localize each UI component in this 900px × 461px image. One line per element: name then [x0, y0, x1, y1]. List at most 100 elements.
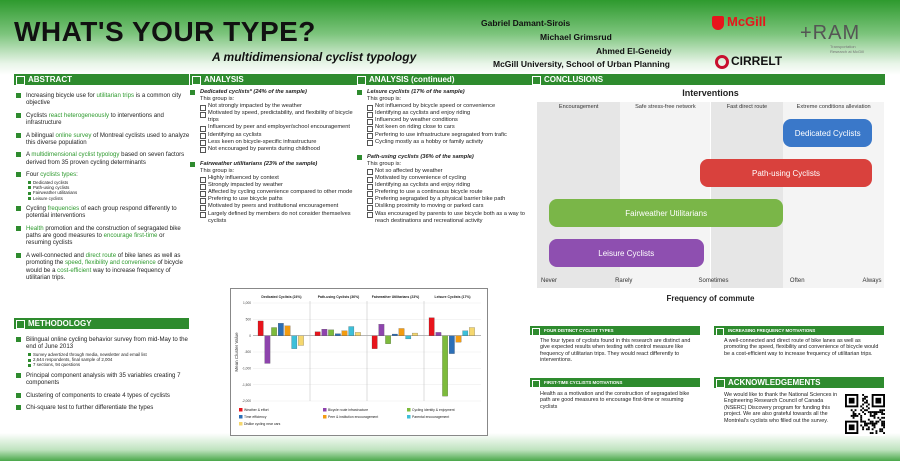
bar-parental-encouragement: [348, 326, 355, 336]
legend-label: Bicycle route infrastructure: [328, 408, 368, 412]
bar-time-efficiency: [392, 333, 398, 336]
cluster-chart-svg: Mean Cluster Value1,0005000-500-1,000-1,…: [234, 295, 481, 426]
bar-cycling-identity-enjoyment: [385, 335, 391, 344]
author-1: Gabriel Damant-Sirois: [481, 18, 571, 28]
y-tick-label: 0: [249, 334, 251, 338]
mcgill-crest-icon: [712, 15, 724, 30]
type-bar-fairweather-utilitarians: Fairweather Utilitarians: [549, 199, 784, 227]
poster-title: WHAT'S YOUR TYPE?: [14, 16, 316, 47]
bar-time-efficiency: [449, 335, 455, 354]
box-four-types-heading: FOUR DISTINCT CYCLIST TYPES: [530, 326, 700, 336]
bar-bicycle-route-infrastructure: [264, 335, 271, 364]
legend-swatch: [407, 408, 411, 412]
bar-bicycle-route-infrastructure: [321, 329, 328, 336]
legend-swatch: [323, 415, 327, 419]
header-band: [0, 0, 900, 75]
frequency-axis-label: Frequency of commute: [666, 294, 755, 303]
group-label: Dedicated Cyclists (24%): [261, 295, 301, 299]
legend-label: Cycling identity & enjoyment: [412, 408, 455, 412]
frequency-tick: Rarely: [615, 278, 633, 284]
abstract-body: Increasing bicycle use for utilitarian t…: [16, 92, 191, 287]
qr-code-icon[interactable]: [845, 394, 885, 436]
box-frequency-heading: INCREASING FREQUENCY MOTIVATIONS: [714, 326, 884, 336]
intervention-column-label: Fast direct route: [726, 104, 768, 110]
bar-cycling-identity-enjoyment: [271, 327, 277, 336]
affiliation: McGill University, School of Urban Plann…: [493, 59, 670, 69]
legend-swatch: [407, 415, 411, 419]
legend-label: Peer & institution encouragement: [328, 415, 378, 419]
bar-dislike-cycling-near-cars: [469, 327, 475, 336]
bar-weather-effort: [257, 320, 264, 336]
intervention-column-label: Safe stress-free network: [635, 104, 696, 110]
legend-label: Weather & effort: [244, 408, 269, 412]
y-tick-label: 500: [246, 318, 252, 322]
legend-swatch: [323, 408, 327, 412]
acknowledgements-text: We would like to thank the National Scie…: [724, 392, 838, 424]
frequency-tick: Sometimes: [698, 278, 729, 284]
legend-swatch: [239, 422, 243, 426]
group-label: Path-using Cyclists (36%): [318, 295, 359, 299]
bar-peer-institution-encouragement: [398, 328, 405, 336]
methodology-body: Bilingual online cycling behavior survey…: [16, 336, 191, 416]
legend-label: Parental encouragement: [412, 415, 449, 419]
bar-cycling-identity-enjoyment: [442, 335, 448, 397]
legend-swatch: [239, 415, 243, 419]
methodology-heading: METHODOLOGY: [14, 318, 189, 329]
y-tick-label: -500: [245, 350, 252, 354]
intervention-column-label: Encouragement: [558, 104, 599, 110]
bar-dislike-cycling-near-cars: [298, 335, 304, 346]
intervention-column-label: Extreme conditions alleviation: [796, 104, 871, 110]
frequency-tick: Always: [862, 278, 882, 284]
analysis-continued-heading: ANALYSIS (continued): [355, 74, 530, 85]
abstract-heading: ABSTRACT: [14, 74, 189, 85]
box-four-types-text: The four types of cyclists found in this…: [540, 338, 691, 364]
bar-dislike-cycling-near-cars: [412, 332, 418, 336]
bar-bicycle-route-infrastructure: [378, 324, 385, 336]
y-tick-label: -1,500: [242, 383, 251, 387]
frequency-tick: Often: [789, 278, 805, 284]
interventions-title: Interventions: [682, 88, 739, 98]
mcgill-logo: McGill: [712, 14, 766, 30]
bar-weather-effort: [314, 331, 321, 336]
intervention-column: [710, 102, 784, 288]
bar-weather-effort: [371, 335, 378, 349]
legend-label: Dislike cycling near cars: [244, 422, 281, 426]
bar-cycling-identity-enjoyment: [328, 329, 334, 336]
bar-parental-encouragement: [291, 335, 298, 349]
cirrelt-logo: CIRRELT: [715, 54, 782, 69]
y-tick-label: 1,000: [243, 301, 251, 305]
analysis-body: Dedicated cyclists* (24% of the sample) …: [190, 89, 360, 225]
y-tick-label: -1,000: [242, 367, 251, 371]
bar-parental-encouragement: [405, 335, 412, 340]
y-tick-label: -2,000: [242, 399, 251, 403]
bar-time-efficiency: [335, 333, 341, 336]
type-bar-dedicated-cyclists: Dedicated Cyclists: [783, 119, 872, 147]
bar-bicycle-route-infrastructure: [435, 332, 442, 336]
cirrelt-ring-icon: [715, 54, 729, 69]
conclusions-heading: CONCLUSIONS: [530, 74, 885, 85]
bar-parental-encouragement: [462, 330, 469, 336]
footer-band: [0, 433, 900, 461]
group-label: Fairweather Utilitarians (23%): [372, 295, 419, 299]
bar-peer-institution-encouragement: [284, 325, 291, 336]
type-bar-leisure-cyclists: Leisure Cyclists: [549, 239, 704, 267]
poster-subtitle: A multidimensional cyclist typology: [212, 50, 417, 64]
analysis-continued-body: Leisure cyclists (17% of the sample) Thi…: [357, 89, 527, 225]
box-first-time-text: Health as a motivation and the construct…: [540, 391, 690, 410]
group-label: Leisure Cyclists (17%): [435, 295, 471, 299]
frequency-tick: Never: [540, 278, 557, 284]
author-2: Michael Grimsrud: [540, 32, 612, 42]
analysis-heading: ANALYSIS: [190, 74, 360, 85]
legend-label: Time efficiency: [244, 415, 267, 419]
acknowledgements-heading: ACKNOWLEDGEMENTS: [714, 377, 884, 388]
box-frequency-text: A well-connected and direct route of bik…: [724, 338, 879, 357]
bar-dislike-cycling-near-cars: [355, 332, 361, 336]
bar-peer-institution-encouragement: [455, 335, 462, 343]
author-3: Ahmed El-Geneidy: [596, 46, 672, 56]
type-bar-path-using-cyclists: Path-using Cyclists: [700, 159, 872, 187]
bar-time-efficiency: [278, 323, 284, 336]
bar-weather-effort: [428, 317, 435, 336]
legend-swatch: [239, 408, 243, 412]
